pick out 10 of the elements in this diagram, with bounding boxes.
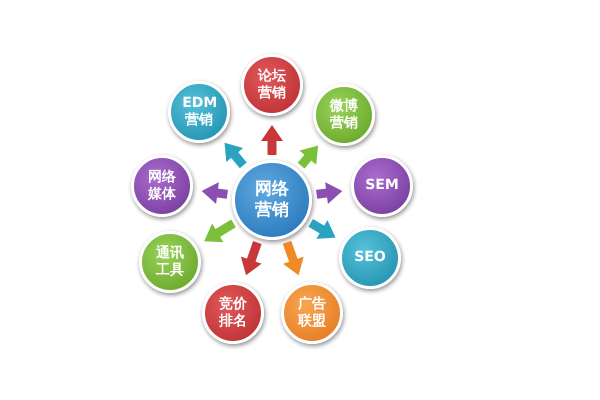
topic-circle: 广告联盟 [281, 282, 343, 344]
topic-circle: SEO [339, 227, 401, 289]
topic-circle: 论坛营销 [241, 54, 303, 116]
center-circle: 网络营销 [232, 160, 312, 240]
topic-circle: SEM [351, 155, 413, 217]
topic-circle: 网络媒体 [131, 155, 193, 217]
topic-circle: 微博营销 [313, 84, 375, 146]
topic-circle: 竞价排名 [202, 282, 264, 344]
topic-circle: 通讯工具 [139, 231, 201, 293]
topic-circle: EDM营销 [168, 81, 230, 143]
